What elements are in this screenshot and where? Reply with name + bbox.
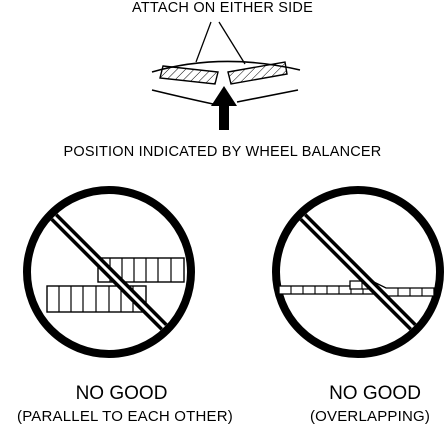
overlapping-weights: [278, 280, 435, 297]
attach-label: ATTACH ON EITHER SIDE: [132, 0, 313, 16]
balancer-position-label: POSITION INDICATED BY WHEEL BALANCER: [63, 144, 382, 160]
left-no-good-title: NO GOOD: [75, 383, 168, 404]
up-arrow-icon: [211, 86, 237, 130]
left-no-good-subtitle: (PARALLEL TO EACH OTHER): [17, 408, 233, 425]
wheel-weight-placement-icon: [151, 21, 301, 105]
prohibited-sign-icon: [272, 186, 444, 358]
prohibited-sign-icon: [23, 186, 195, 358]
right-no-good-subtitle: (OVERLAPPING): [309, 408, 431, 425]
right-no-good-title: NO GOOD: [329, 383, 421, 404]
